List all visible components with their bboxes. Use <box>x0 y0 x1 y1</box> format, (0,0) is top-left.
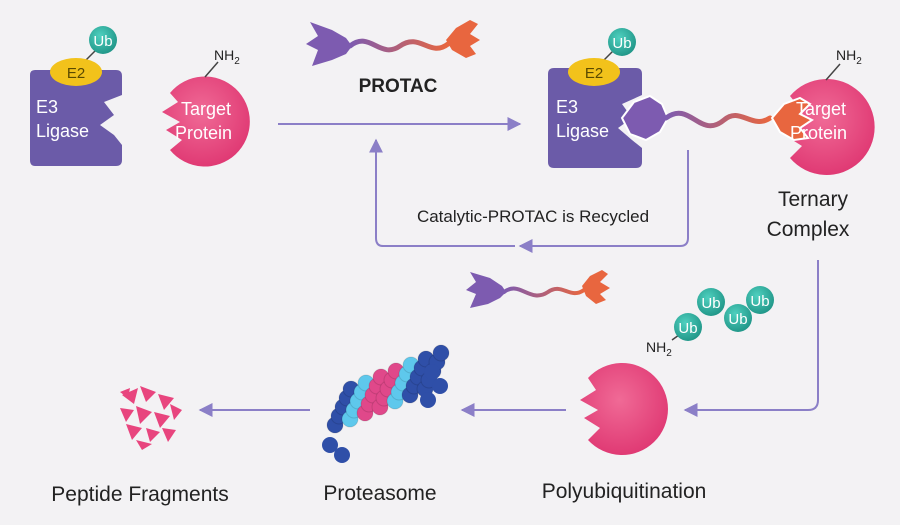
proteasome-bead <box>432 378 448 394</box>
ternary-e2-label: E2 <box>585 65 603 82</box>
ternary-e3-shape <box>548 68 642 168</box>
ub-chain-label-3: Ub <box>728 311 747 328</box>
ternary-protac-linker <box>663 110 773 129</box>
protac-left-warhead <box>306 22 352 66</box>
proteasome-bead <box>420 392 436 408</box>
proteasome-icon <box>322 344 450 463</box>
recycled-protac <box>466 270 610 308</box>
peptide-fragments-icon <box>120 386 182 450</box>
proteasome-bead <box>322 437 338 453</box>
ub-chain-icon-1 <box>674 313 702 341</box>
ternary-label-line2: Complex <box>767 218 850 241</box>
ternary-nh2-bond <box>825 63 841 81</box>
ternary-protac-right <box>770 96 814 142</box>
peptide-fragment-shard <box>140 386 156 402</box>
peptide-fragment-shard <box>120 388 130 398</box>
recycled-protac-linker <box>502 286 586 298</box>
nh2-label: NH2 <box>214 47 240 67</box>
ub-chain-label-2: Ub <box>701 295 720 312</box>
ub-chain-icon-4 <box>746 286 774 314</box>
peptide-fragment-shard <box>136 406 152 424</box>
ternary-label-line1: Ternary <box>778 188 849 211</box>
polyub-nh2-label: NH2 <box>646 339 672 359</box>
e3-ligase-group: E3 Ligase E2 Ub <box>30 26 122 166</box>
proteasome-bead <box>334 447 350 463</box>
polyubiquitination-group: NH2 Ub Ub Ub Ub Polyubiquitination <box>542 286 774 503</box>
peptide-fragment-shard <box>146 428 160 442</box>
ub-icon <box>89 26 117 54</box>
recycled-protac-left <box>466 272 506 308</box>
e3-ligase-shape <box>30 70 122 166</box>
ub-chain-icon-2 <box>697 288 725 316</box>
protac-right-warhead <box>446 20 480 58</box>
target-protein-group: NH2 Target Protein <box>162 47 250 167</box>
ternary-ub-label: Ub <box>612 35 631 52</box>
ternary-ub-icon <box>608 28 636 56</box>
nh2-bond <box>204 61 219 78</box>
e3-label-line1: E3 <box>36 97 58 117</box>
proteasome-bead <box>432 344 450 362</box>
ternary-nh2-label: NH2 <box>836 47 862 67</box>
arrow-to-polyubiquitination <box>683 260 819 417</box>
peptide-fragments-label: Peptide Fragments <box>51 483 228 506</box>
proteasome-label: Proteasome <box>323 482 436 505</box>
e2-enzyme <box>50 58 102 86</box>
protac-label: PROTAC <box>359 76 438 97</box>
proteasome-bead <box>424 364 440 380</box>
polyubiquitination-label: Polyubiquitination <box>542 480 707 503</box>
target-label-line1: Target <box>181 99 231 119</box>
e2-label: E2 <box>67 65 85 82</box>
peptide-fragment-shard <box>120 408 134 422</box>
protac-molecule: PROTAC <box>306 20 480 97</box>
ternary-e2 <box>568 58 620 86</box>
ternary-protac-left <box>620 94 670 142</box>
ub-chain-label-4: Ub <box>750 293 769 310</box>
ternary-complex-group: E3 Ligase E2 Ub NH2 Target Protein Terna… <box>548 28 875 241</box>
protac-linker <box>347 38 451 53</box>
ub-chain-icon-3 <box>724 304 752 332</box>
ub-chain-label-1: Ub <box>678 320 697 337</box>
target-label-line2: Protein <box>175 123 232 143</box>
e3-label-line2: Ligase <box>36 121 89 141</box>
polyub-target-shape <box>580 362 668 455</box>
ub-label: Ub <box>93 33 112 50</box>
ternary-target-line2: Protein <box>790 123 847 143</box>
recycled-label: Catalytic-PROTAC is Recycled <box>417 207 649 226</box>
peptide-fragment-shard <box>136 440 152 450</box>
target-protein-shape <box>162 76 250 167</box>
peptide-fragment-shard <box>162 428 176 442</box>
arrow-recycle-down <box>518 150 689 253</box>
peptide-fragment-shard <box>154 412 170 428</box>
peptide-fragment-shard <box>158 394 174 410</box>
peptide-fragment-shard <box>122 388 138 404</box>
ternary-e3-line1: E3 <box>556 97 578 117</box>
ternary-e3-line2: Ligase <box>556 121 609 141</box>
arrow-recycle-up <box>369 138 515 247</box>
ub-chain: Ub Ub Ub Ub <box>674 286 774 341</box>
peptide-fragment-shard <box>126 424 142 440</box>
recycled-protac-right <box>582 270 610 304</box>
peptide-fragment-shard <box>170 404 182 420</box>
ternary-target-line1: Target <box>796 99 846 119</box>
